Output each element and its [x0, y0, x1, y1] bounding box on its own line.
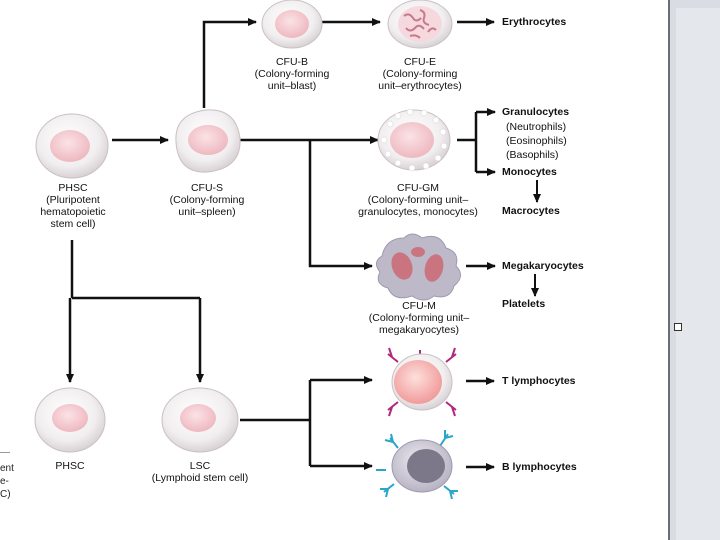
phsc-bottom-name: PHSC: [55, 460, 85, 472]
left-edge-line-1: ent: [0, 463, 14, 474]
phsc-bottom-label: PHSC: [40, 460, 100, 472]
cfugm-desc-1: (Colony-forming unit–: [367, 194, 469, 206]
resize-handle[interactable]: [674, 323, 682, 331]
phsc-top-desc-1: (Pluripotent: [46, 194, 100, 206]
phsc-top-cell: [35, 113, 109, 179]
connector-lines: [66, 18, 541, 471]
monocytes-label: Monocytes: [502, 166, 557, 178]
cfue-label: CFU-E (Colony-forming unit–erythrocytes): [364, 56, 476, 92]
megakaryocytes-label: Megakaryocytes: [502, 260, 584, 272]
b-lymphocytes-label: B lymphocytes: [502, 461, 577, 473]
macrocytes-label: Macrocytes: [502, 205, 560, 217]
phsc-top-name: PHSC: [58, 182, 88, 194]
cfub-name: CFU-B: [275, 56, 309, 68]
cfum-desc-1: (Colony-forming unit–: [368, 312, 470, 324]
cfum-cell: [376, 233, 461, 301]
t-lymphocytes-label: T lymphocytes: [502, 375, 576, 387]
phsc-top-desc-2: hematopoietic: [40, 206, 106, 218]
cfub-desc-2: unit–blast): [267, 80, 317, 92]
cfue-desc-2: unit–erythrocytes): [378, 80, 462, 92]
platelets-label: Platelets: [502, 298, 546, 310]
phsc-top-desc-3: stem cell): [50, 218, 96, 230]
t-cell: [387, 347, 457, 417]
cfus-desc-1: (Colony-forming: [169, 194, 245, 206]
cfub-desc-1: (Colony-forming: [254, 68, 330, 80]
cfugm-cell: [377, 108, 451, 172]
side-panel-inner: [676, 8, 720, 540]
cfue-cell: [387, 0, 453, 49]
cfum-desc-2: megakaryocytes): [379, 324, 459, 336]
arrow-cfus-to-cfub: [202, 18, 257, 108]
left-edge-line-2: e-: [0, 476, 9, 487]
cfue-name: CFU-E: [403, 56, 437, 68]
cfugm-desc-2: granulocytes, monocytes): [358, 206, 478, 218]
side-panel: [668, 0, 720, 540]
b-cell: [376, 430, 458, 500]
cfub-label: CFU-B (Colony-forming unit–blast): [246, 56, 338, 92]
left-edge-divider: [0, 452, 10, 453]
left-edge-line-3: C): [0, 489, 11, 500]
erythrocytes-label: Erythrocytes: [502, 16, 567, 28]
lsc-cell: [161, 387, 239, 453]
left-edge-text-fragment: ent e- C): [0, 462, 14, 501]
cfum-name: CFU-M: [402, 300, 436, 312]
cfus-label: CFU-S (Colony-forming unit–spleen): [152, 182, 262, 218]
cfum-label: CFU-M (Colony-forming unit– megakaryocyt…: [344, 300, 494, 336]
basophils-label: (Basophils): [506, 149, 559, 161]
lsc-name: LSC: [189, 460, 211, 472]
cfugm-label: CFU-GM (Colony-forming unit– granulocyte…: [340, 182, 496, 218]
phsc-bottom-cell: [34, 387, 106, 453]
neutrophils-label: (Neutrophils): [506, 121, 567, 133]
lsc-label: LSC (Lymphoid stem cell): [130, 460, 270, 484]
phsc-top-label: PHSC (Pluripotent hematopoietic stem cel…: [28, 182, 118, 230]
lsc-desc-1: (Lymphoid stem cell): [151, 472, 249, 484]
cfugm-name: CFU-GM: [397, 182, 439, 194]
cfus-cell: [175, 109, 241, 173]
cfub-cell: [261, 0, 323, 49]
cfus-name: CFU-S: [190, 182, 224, 194]
arrow-cfus-to-cfum: [308, 140, 373, 270]
cfus-desc-2: unit–spleen): [178, 206, 236, 218]
granulocytes-label: Granulocytes: [502, 106, 570, 118]
eosinophils-label: (Eosinophils): [506, 135, 567, 147]
cfue-desc-1: (Colony-forming: [382, 68, 458, 80]
